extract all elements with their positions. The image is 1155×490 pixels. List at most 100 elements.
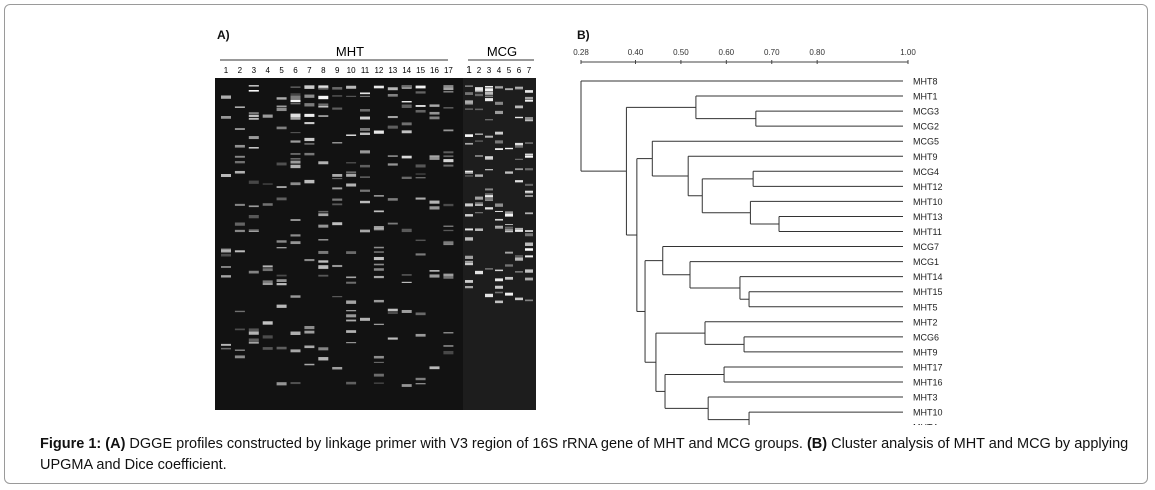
axis-tick-label: 0.28: [573, 48, 589, 57]
gel-band: [465, 101, 473, 103]
gel-band: [475, 202, 483, 204]
gel-band: [429, 156, 440, 160]
gel-band: [401, 130, 412, 134]
gel-band: [373, 256, 384, 261]
gel-band: [485, 91, 493, 95]
gel-band: [415, 197, 426, 200]
gel-band: [525, 190, 533, 193]
gel-band: [360, 200, 370, 204]
gel-band: [290, 349, 301, 353]
gel-band: [525, 230, 533, 233]
gel-band: [346, 251, 357, 254]
gel-band: [505, 229, 513, 232]
leaf-label: MHT8: [913, 77, 938, 87]
gel-band: [318, 210, 329, 213]
gel-band: [485, 119, 493, 121]
gel-band: [443, 332, 454, 334]
gel-band: [304, 152, 315, 156]
leaf-label: MCG5: [913, 137, 939, 147]
gel-band: [515, 86, 523, 89]
gel-band: [248, 117, 259, 120]
gel-band: [290, 331, 301, 335]
gel-band: [443, 155, 454, 158]
gel-band: [429, 200, 440, 204]
gel-band: [443, 276, 454, 279]
gel-band: [276, 97, 287, 100]
gel-band: [290, 102, 301, 105]
gel-band: [248, 331, 259, 335]
gel-band: [346, 310, 357, 312]
gel-band: [475, 90, 483, 93]
gel-band: [318, 85, 329, 88]
gel-band: [387, 93, 398, 97]
gel-band: [443, 225, 454, 227]
gel-band: [465, 237, 473, 241]
gel-band: [304, 325, 315, 330]
group-label-mht: MHT: [336, 44, 364, 59]
axis-tick-label: 0.50: [673, 48, 689, 57]
gel-band: [290, 153, 301, 155]
gel-band: [248, 338, 259, 342]
gel-mht-region: [215, 78, 465, 410]
gel-band: [401, 104, 412, 108]
gel-band: [304, 363, 315, 366]
gel-band: [276, 162, 287, 166]
leaf-label: MHT10: [913, 408, 943, 418]
gel-band: [401, 309, 412, 313]
gel-band: [495, 218, 503, 221]
gel-band: [290, 382, 301, 385]
gel-band: [290, 158, 301, 160]
gel-band: [290, 241, 301, 245]
gel-band: [515, 168, 523, 171]
gel-band: [443, 350, 454, 355]
gel-band: [485, 85, 493, 88]
gel-band: [346, 85, 357, 89]
lane-label-mcg: 3: [487, 66, 492, 75]
gel-band: [505, 147, 513, 150]
leaf-label: MHT12: [913, 182, 943, 192]
lane-label-mcg: 2: [477, 66, 482, 75]
gel-band: [373, 251, 384, 253]
gel-band: [346, 281, 357, 284]
gel-band: [221, 115, 231, 119]
gel-band: [373, 130, 384, 134]
gel-band: [485, 168, 493, 171]
gel-band: [304, 345, 315, 349]
gel-band: [525, 269, 533, 273]
gel-band: [373, 263, 384, 266]
gel-band: [485, 188, 493, 191]
gel-band: [318, 267, 329, 270]
gel-band: [429, 155, 440, 158]
gel-band: [475, 203, 483, 206]
gel-band: [485, 198, 493, 202]
leaf-label: MCG6: [913, 332, 939, 342]
gel-band: [234, 349, 245, 351]
lane-label-mht: 4: [265, 66, 270, 75]
gel-band: [360, 116, 370, 120]
gel-band: [429, 116, 440, 120]
gel-band: [234, 155, 245, 158]
gel-band: [401, 274, 412, 276]
gel-band: [515, 116, 523, 119]
gel-band: [248, 205, 259, 208]
gel-band: [515, 144, 523, 148]
leaf-label: MHT13: [913, 212, 943, 222]
gel-band: [346, 171, 357, 174]
gel-band: [465, 134, 473, 137]
gel-band: [485, 208, 493, 210]
gel-band: [234, 328, 245, 331]
gel-band: [443, 129, 454, 132]
gel-band: [415, 91, 426, 94]
gel-band: [360, 176, 370, 178]
gel-band: [221, 95, 231, 99]
gel-band: [443, 160, 454, 162]
figure-caption: Figure 1: (A) DGGE profiles constructed …: [40, 434, 1130, 476]
gel-band: [525, 255, 533, 258]
gel-band: [248, 180, 259, 184]
gel-band: [373, 323, 384, 326]
gel-band: [515, 229, 523, 232]
gel-band: [360, 92, 370, 95]
gel-band: [429, 111, 440, 115]
gel-band: [276, 382, 287, 386]
